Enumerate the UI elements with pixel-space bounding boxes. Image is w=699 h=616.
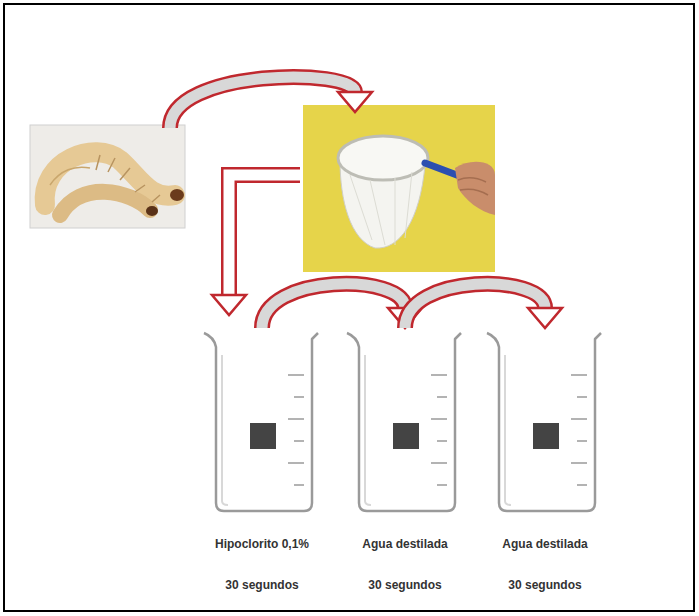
time-label: 30 segundos: [506, 578, 583, 592]
beaker-step: Hipoclorito 0,1% 30 segundos: [192, 325, 332, 592]
larvae-photo: [30, 125, 185, 228]
solution-label: Hipoclorito 0,1%: [213, 537, 311, 551]
net-photo: [303, 105, 495, 272]
frame-border: [4, 4, 694, 611]
beaker-icon: [475, 325, 615, 515]
solution-label: Agua destilada: [360, 537, 449, 551]
time-label: 30 segundos: [366, 578, 443, 592]
beaker-step: Agua destilada 30 segundos: [335, 325, 475, 592]
curved-arrow: [170, 77, 372, 128]
beaker-step: Agua destilada 30 segundos: [475, 325, 615, 592]
beaker-icon: [192, 325, 332, 515]
solution-label: Agua destilada: [500, 537, 589, 551]
curved-arrow: [405, 284, 562, 328]
beaker-icon: [335, 325, 475, 515]
time-label: 30 segundos: [223, 578, 300, 592]
